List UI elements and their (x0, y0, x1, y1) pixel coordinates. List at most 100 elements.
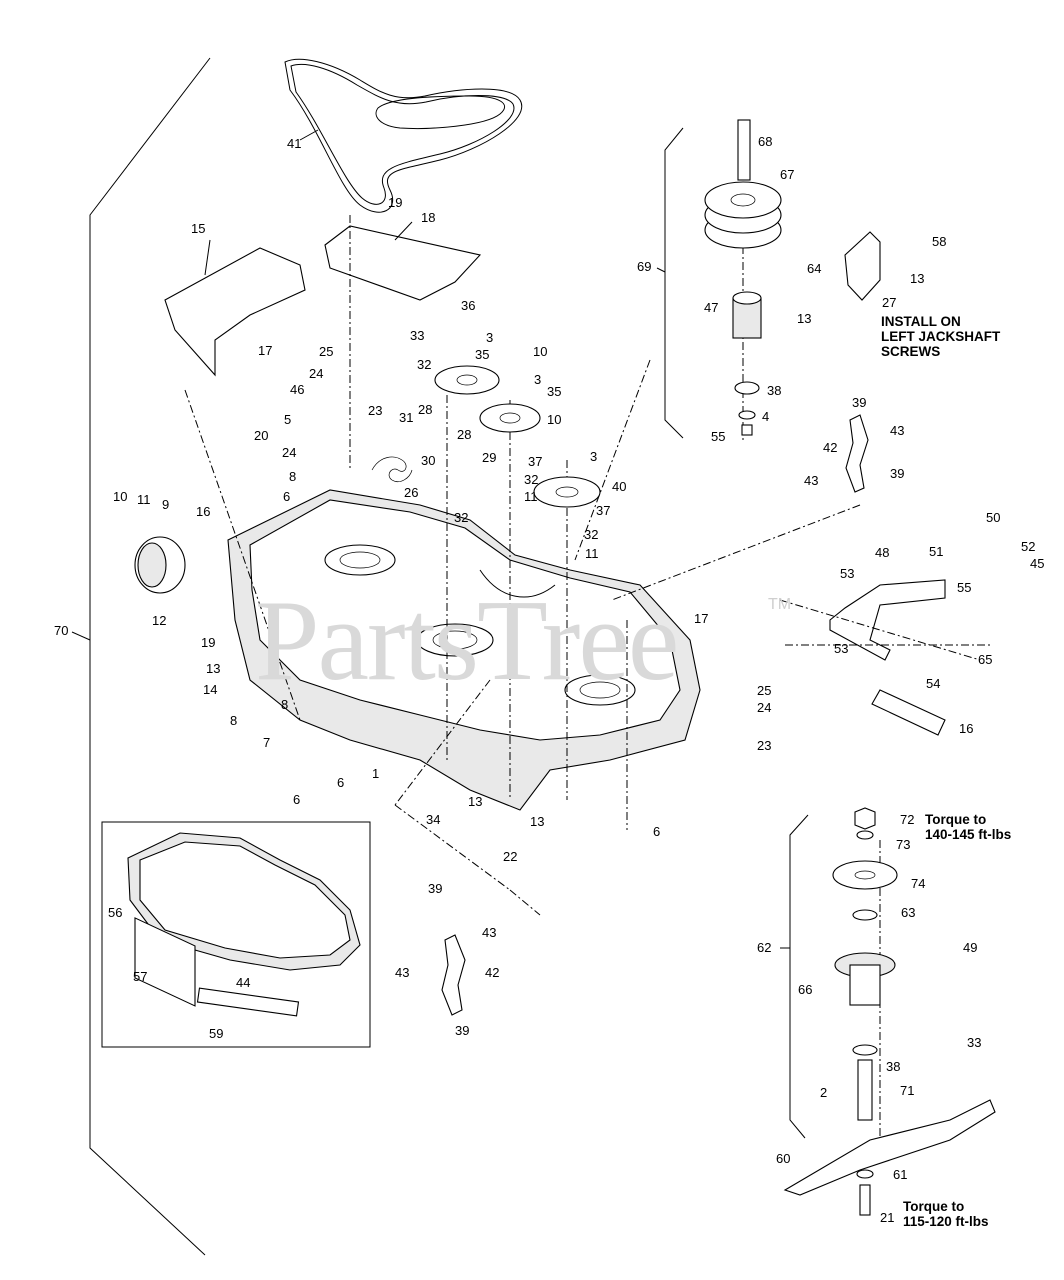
callout-42[interactable]: 42 (485, 965, 500, 980)
callout-70[interactable]: 70 (54, 623, 69, 638)
callout-39[interactable]: 39 (890, 466, 905, 481)
callout-19[interactable]: 19 (201, 635, 216, 650)
callout-6[interactable]: 6 (653, 824, 661, 839)
callout-63[interactable]: 63 (901, 905, 916, 920)
callout-67[interactable]: 67 (780, 167, 795, 182)
callout-13[interactable]: 13 (797, 311, 812, 326)
callout-13[interactable]: 13 (206, 661, 221, 676)
callout-46[interactable]: 46 (290, 382, 305, 397)
callout-12[interactable]: 12 (152, 613, 167, 628)
callout-65[interactable]: 65 (978, 652, 993, 667)
callout-43[interactable]: 43 (395, 965, 410, 980)
callout-23[interactable]: 23 (757, 738, 772, 753)
callout-71[interactable]: 71 (900, 1083, 915, 1098)
callout-13[interactable]: 13 (910, 271, 925, 286)
callout-32[interactable]: 32 (524, 472, 539, 487)
callout-66[interactable]: 66 (798, 982, 813, 997)
callout-25[interactable]: 25 (319, 344, 334, 359)
callout-10[interactable]: 10 (547, 412, 562, 427)
callout-58[interactable]: 58 (932, 234, 947, 249)
callout-53[interactable]: 53 (840, 566, 855, 581)
callout-18[interactable]: 18 (421, 210, 436, 225)
callout-5[interactable]: 5 (284, 412, 292, 427)
callout-27[interactable]: 27 (882, 295, 897, 310)
callout-42[interactable]: 42 (823, 440, 838, 455)
callout-11[interactable]: 11 (524, 489, 538, 504)
callout-45[interactable]: 45 (1030, 556, 1045, 571)
callout-56[interactable]: 56 (108, 905, 123, 920)
callout-55[interactable]: 55 (957, 580, 972, 595)
callout-36[interactable]: 36 (461, 298, 476, 313)
callout-60[interactable]: 60 (776, 1151, 791, 1166)
callout-40[interactable]: 40 (612, 479, 627, 494)
callout-4[interactable]: 4 (762, 409, 770, 424)
callout-53[interactable]: 53 (834, 641, 849, 656)
callout-26[interactable]: 26 (404, 485, 419, 500)
callout-38[interactable]: 38 (886, 1059, 901, 1074)
callout-62[interactable]: 62 (757, 940, 772, 955)
callout-48[interactable]: 48 (875, 545, 890, 560)
callout-64[interactable]: 64 (807, 261, 822, 276)
callout-24[interactable]: 24 (309, 366, 324, 381)
callout-10[interactable]: 10 (113, 489, 128, 504)
callout-20[interactable]: 20 (254, 428, 269, 443)
callout-69[interactable]: 69 (637, 259, 652, 274)
callout-8[interactable]: 8 (230, 713, 238, 728)
callout-3[interactable]: 3 (590, 449, 598, 464)
callout-50[interactable]: 50 (986, 510, 1001, 525)
callout-3[interactable]: 3 (534, 372, 542, 387)
callout-10[interactable]: 10 (533, 344, 548, 359)
callout-43[interactable]: 43 (890, 423, 905, 438)
callout-37[interactable]: 37 (528, 454, 543, 469)
callout-43[interactable]: 43 (482, 925, 497, 940)
callout-74[interactable]: 74 (911, 876, 926, 891)
callout-61[interactable]: 61 (893, 1167, 908, 1182)
callout-23[interactable]: 23 (368, 403, 383, 418)
callout-54[interactable]: 54 (926, 676, 941, 691)
callout-6[interactable]: 6 (293, 792, 301, 807)
callout-15[interactable]: 15 (191, 221, 206, 236)
callout-32[interactable]: 32 (584, 527, 599, 542)
callout-19[interactable]: 19 (388, 195, 403, 210)
callout-7[interactable]: 7 (263, 735, 271, 750)
callout-8[interactable]: 8 (289, 469, 297, 484)
callout-17[interactable]: 17 (694, 611, 709, 626)
callout-11[interactable]: 11 (137, 492, 151, 507)
callout-33[interactable]: 33 (410, 328, 425, 343)
callout-35[interactable]: 35 (475, 347, 490, 362)
callout-59[interactable]: 59 (209, 1026, 224, 1041)
callout-39[interactable]: 39 (428, 881, 443, 896)
callout-16[interactable]: 16 (196, 504, 211, 519)
callout-39[interactable]: 39 (852, 395, 867, 410)
callout-2[interactable]: 2 (820, 1085, 828, 1100)
callout-49[interactable]: 49 (963, 940, 978, 955)
callout-22[interactable]: 22 (503, 849, 518, 864)
callout-16[interactable]: 16 (959, 721, 974, 736)
callout-38[interactable]: 38 (767, 383, 782, 398)
callout-24[interactable]: 24 (282, 445, 297, 460)
callout-14[interactable]: 14 (203, 682, 218, 697)
callout-30[interactable]: 30 (421, 453, 436, 468)
callout-57[interactable]: 57 (133, 969, 148, 984)
callout-1[interactable]: 1 (372, 766, 380, 781)
callout-39[interactable]: 39 (455, 1023, 470, 1038)
callout-51[interactable]: 51 (929, 544, 944, 559)
callout-34[interactable]: 34 (426, 812, 441, 827)
callout-32[interactable]: 32 (417, 357, 432, 372)
callout-9[interactable]: 9 (162, 497, 170, 512)
callout-28[interactable]: 28 (457, 427, 472, 442)
callout-33[interactable]: 33 (967, 1035, 982, 1050)
callout-25[interactable]: 25 (757, 683, 772, 698)
callout-17[interactable]: 17 (258, 343, 273, 358)
callout-43[interactable]: 43 (804, 473, 819, 488)
callout-6[interactable]: 6 (283, 489, 291, 504)
callout-72[interactable]: 72 (900, 812, 915, 827)
callout-52[interactable]: 52 (1021, 539, 1036, 554)
callout-6[interactable]: 6 (337, 775, 345, 790)
callout-37[interactable]: 37 (596, 503, 611, 518)
callout-21[interactable]: 21 (880, 1210, 895, 1225)
callout-11[interactable]: 11 (585, 546, 599, 561)
callout-35[interactable]: 35 (547, 384, 562, 399)
callout-32[interactable]: 32 (454, 510, 469, 525)
callout-44[interactable]: 44 (236, 975, 251, 990)
